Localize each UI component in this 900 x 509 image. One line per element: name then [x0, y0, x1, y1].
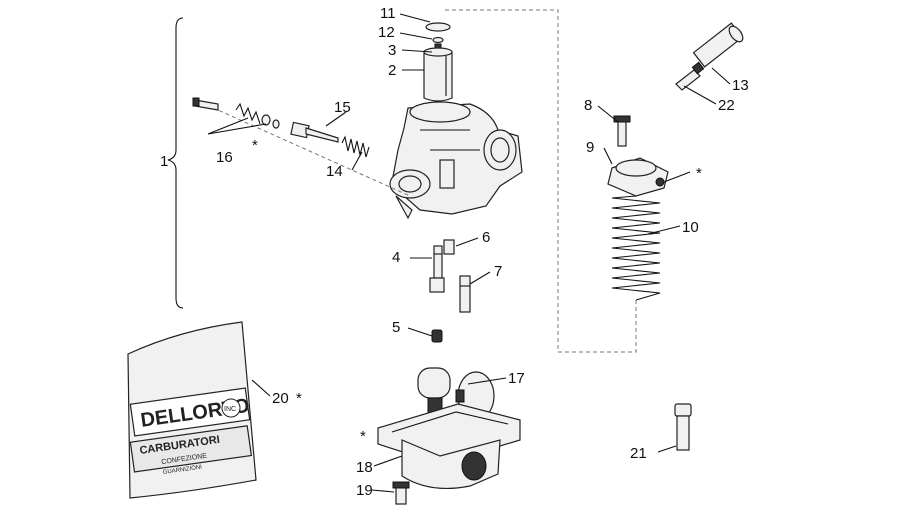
label-5: 5: [392, 319, 400, 336]
label-10: 10: [682, 219, 699, 236]
label-14: 14: [326, 163, 343, 180]
starter-screw-part: [675, 61, 705, 91]
label-16: 16: [216, 149, 233, 166]
gasket-bag: DELLORTO INC CARBURATORI CONFEZIONE GUAR…: [127, 321, 257, 499]
starter-plunger-part: [692, 22, 744, 68]
label-2: 2: [388, 62, 396, 79]
air-screw-part: [290, 121, 339, 143]
asterisk-18: *: [360, 428, 366, 445]
carburetor-body: [389, 101, 523, 220]
label-6: 6: [482, 229, 490, 246]
label-11: 11: [380, 5, 396, 22]
starter-jet-part: [459, 275, 471, 313]
cover-part: [607, 157, 669, 197]
top-cap-part: [425, 22, 451, 32]
label-18: 18: [356, 459, 373, 476]
leader-lines: [207, 13, 731, 493]
label-3: 3: [388, 42, 396, 59]
idle-jet-part: [443, 239, 455, 255]
label-22: 22: [718, 97, 735, 114]
bag-badge: [221, 398, 241, 418]
label-1: 1: [160, 153, 168, 170]
label-15: 15: [334, 99, 351, 116]
label-21: 21: [630, 445, 647, 462]
main-jet-holder-part: [429, 245, 445, 293]
spring-part-14: [341, 135, 370, 158]
label-13: 13: [732, 77, 749, 94]
dashed-bracket: [445, 9, 637, 353]
throttle-slide-part: [423, 47, 453, 102]
asterisk-20: *: [296, 390, 302, 407]
label-20: 20: [272, 390, 289, 407]
bag-badge-text: INC: [224, 406, 236, 413]
label-4: 4: [392, 249, 400, 266]
bag-line3-text: GUARNIZIONI: [163, 464, 203, 475]
label-7: 7: [494, 263, 502, 280]
float-bowl-part: [377, 403, 521, 490]
label-19: 19: [356, 482, 373, 499]
needle-valve-part: [674, 403, 692, 451]
main-jet-part: [431, 329, 443, 343]
axis-line-idle: [199, 101, 411, 197]
bowl-screw-part: [392, 481, 410, 505]
label-12: 12: [378, 24, 395, 41]
slide-spring-part: [611, 195, 661, 301]
asterisk-16: *: [252, 137, 258, 154]
asterisk-9: *: [696, 165, 702, 182]
washer-part: [432, 36, 444, 44]
label-17: 17: [508, 370, 525, 387]
label-8: 8: [584, 97, 592, 114]
idle-screw-part: [192, 97, 280, 129]
label-9: 9: [586, 139, 594, 156]
group-brace: [167, 17, 184, 309]
